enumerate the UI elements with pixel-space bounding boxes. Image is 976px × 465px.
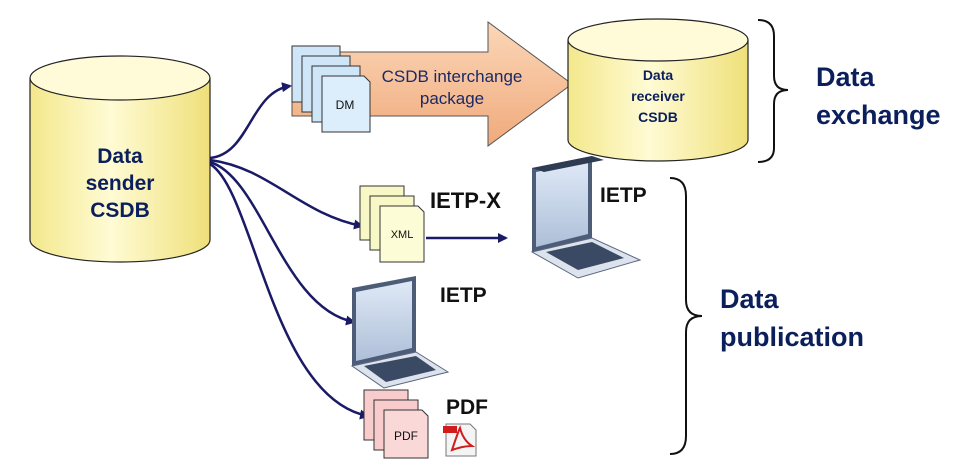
- connector-lines: [209, 82, 508, 420]
- sender-label-line1: Data: [97, 145, 143, 168]
- interchange-label-line1: CSDB interchange: [382, 67, 523, 86]
- receiver-label-line1: Data: [643, 67, 674, 83]
- exchange-brace: [757, 19, 789, 163]
- pdf-doc-label: PDF: [394, 429, 418, 443]
- connector-to-pdf: [209, 162, 370, 420]
- sender-label-line2: sender: [86, 172, 155, 195]
- ietpx-label: IETP-X: [430, 188, 501, 213]
- xml-document-stack: XML: [359, 185, 425, 263]
- publication-label-line1: Data: [720, 284, 780, 314]
- receiver-label-line3: CSDB: [638, 109, 678, 125]
- pdf-document-stack: PDF: [363, 389, 429, 459]
- dm-doc-label: DM: [336, 98, 355, 112]
- publication-label-line2: publication: [720, 322, 864, 352]
- sender-label-line3: CSDB: [90, 199, 150, 222]
- connector-to-xml: [209, 158, 364, 230]
- pdf-label: PDF: [446, 396, 488, 419]
- exchange-label-line2: exchange: [816, 100, 941, 130]
- exchange-label-line1: Data: [816, 62, 876, 92]
- receiver-csdb-cylinder: Data receiver CSDB: [567, 18, 749, 162]
- interchange-label-line2: package: [420, 89, 484, 108]
- sender-csdb-cylinder: Data sender CSDB: [29, 55, 211, 263]
- connector-to-dm: [209, 82, 292, 160]
- receiver-label-line2: receiver: [631, 88, 685, 104]
- publication-brace: [669, 177, 703, 455]
- laptop-icon-mid: [350, 276, 450, 389]
- pdf-icon: [443, 423, 477, 457]
- connector-to-ietp: [209, 160, 356, 326]
- xml-doc-label: XML: [391, 229, 414, 241]
- ietp-top-label: IETP: [600, 184, 647, 207]
- dm-document-stack: DM: [291, 45, 371, 133]
- ietp-mid-label: IETP: [440, 284, 487, 307]
- laptop-icon-top: [530, 156, 642, 279]
